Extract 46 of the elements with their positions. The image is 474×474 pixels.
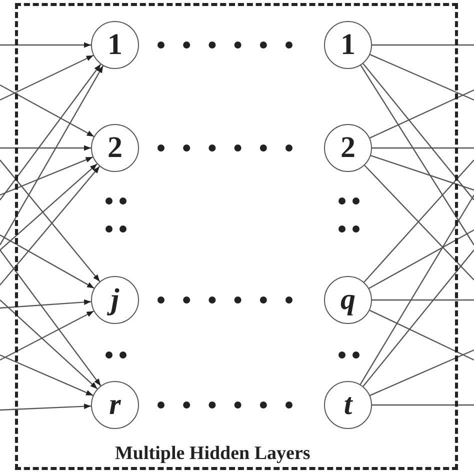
arrow xyxy=(0,404,92,411)
connection-line xyxy=(362,63,474,200)
arrow xyxy=(0,64,102,200)
neuron-circle xyxy=(91,124,139,172)
arrow xyxy=(0,84,94,137)
neuron-circle xyxy=(91,276,139,324)
connection-line xyxy=(360,64,474,246)
connection-line xyxy=(362,250,474,387)
neuron-circle xyxy=(324,21,372,69)
connection-line xyxy=(370,54,474,101)
connection-line xyxy=(360,194,474,385)
connection-line xyxy=(370,155,474,191)
hidden-layers-frame xyxy=(15,3,458,470)
connection-line xyxy=(372,299,474,301)
neuron-circle xyxy=(324,124,372,172)
connection-line xyxy=(370,89,474,138)
arrow xyxy=(0,145,91,151)
frame-title: Multiple Hidden Layers xyxy=(115,443,310,465)
neuron-label: r xyxy=(109,390,121,420)
neuron-label: 1 xyxy=(340,30,356,60)
neuron-circle xyxy=(91,381,139,429)
connection-line xyxy=(370,349,474,396)
neuron-label: 1 xyxy=(108,30,122,60)
arrow xyxy=(0,250,102,386)
arrow xyxy=(0,310,94,361)
neuron-label: 2 xyxy=(108,133,122,163)
connection-line xyxy=(372,147,474,149)
connection-line xyxy=(369,310,474,361)
connection-line xyxy=(372,44,474,46)
neuron-circle xyxy=(324,381,372,429)
arrow xyxy=(0,299,92,309)
connection-line xyxy=(372,404,474,406)
neuron-label: q xyxy=(340,285,356,315)
arrow xyxy=(0,42,91,48)
neuron-label: 2 xyxy=(340,133,356,163)
arrow xyxy=(0,234,94,289)
neuron-circle xyxy=(324,276,372,324)
arrow xyxy=(0,163,98,250)
arrow xyxy=(0,354,94,396)
arrow xyxy=(0,156,94,196)
arrow xyxy=(0,54,94,101)
arrow xyxy=(0,66,104,246)
neuron-label: t xyxy=(344,390,352,420)
arrow xyxy=(0,300,98,390)
connection-line xyxy=(368,229,474,289)
neuron-circle xyxy=(91,21,139,69)
